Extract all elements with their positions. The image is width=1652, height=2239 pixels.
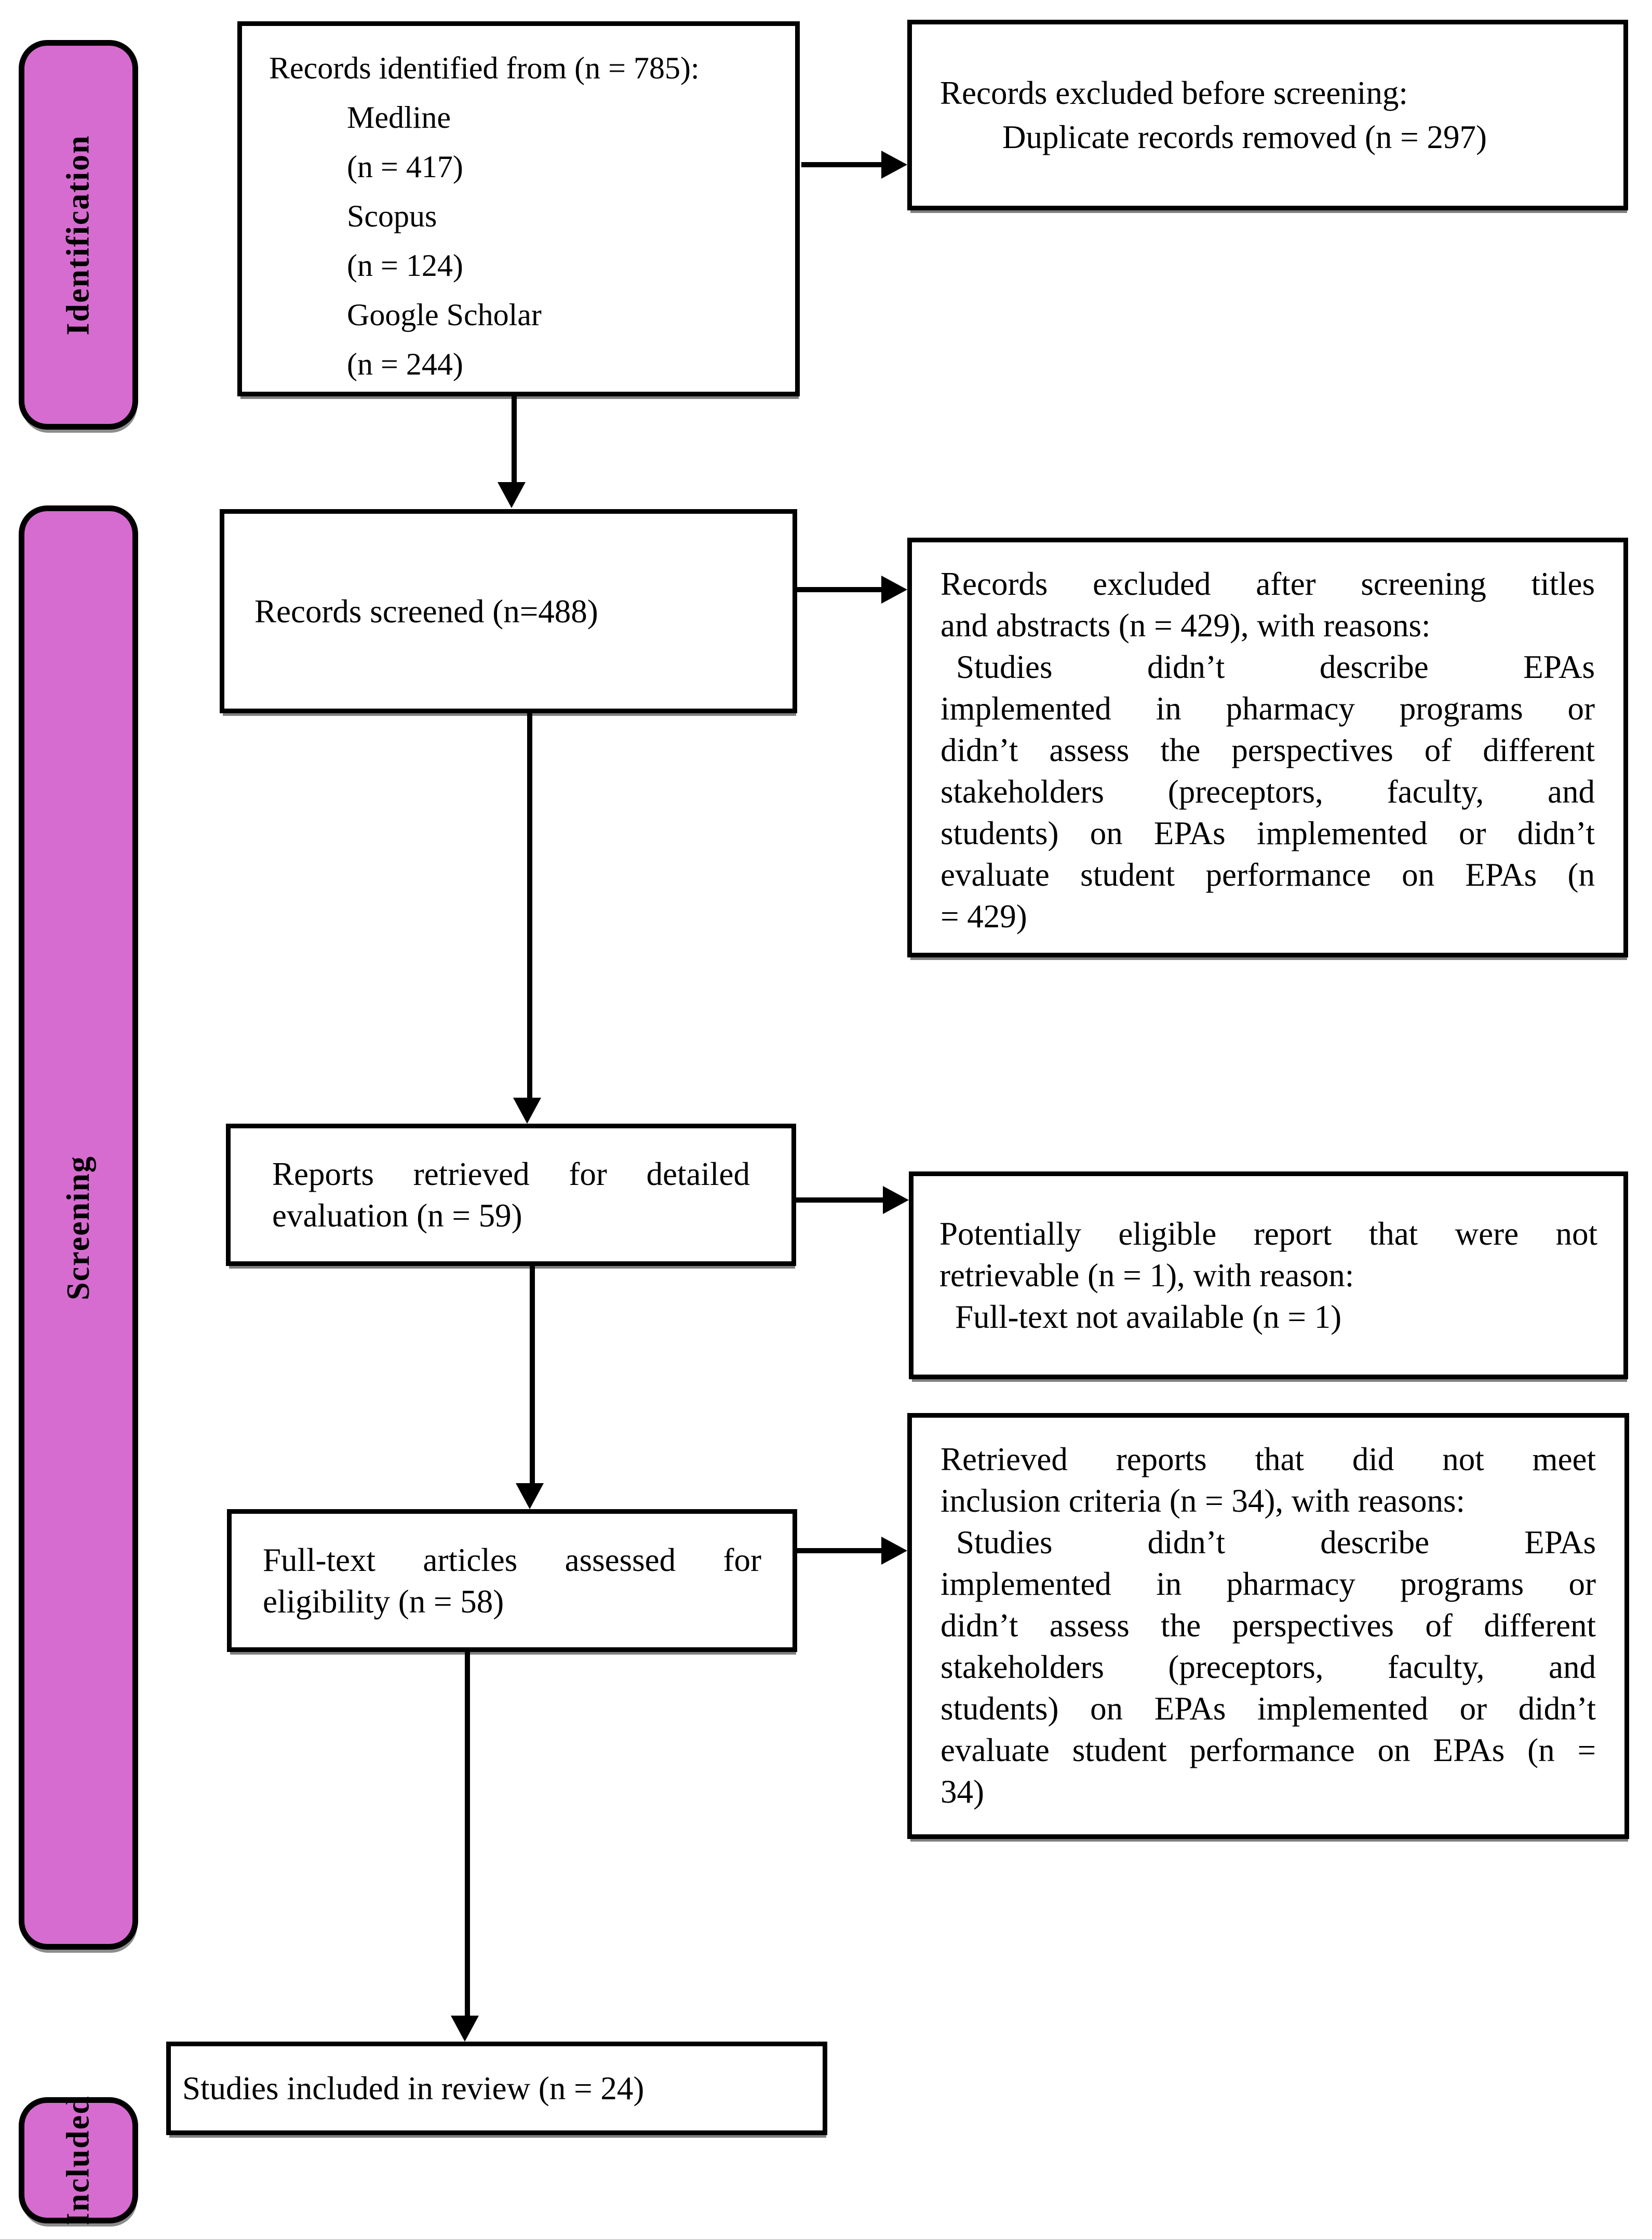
excluded-after-line: implemented in pharmacy programs or [941,690,1595,727]
arrow-screened-to-excluded-head-icon [881,576,907,604]
duplicates-removed: Duplicate records removed (n = 297) [1002,118,1487,155]
stage-identification-label: Identification [60,134,96,336]
not-meeting-line: Studies didn’t describe EPAs [956,1524,1596,1561]
arrow-fulltext-to-notmeeting-head-icon [881,1537,907,1565]
stage-identification: Identification [19,40,138,430]
excluded-after-line: Studies didn’t describe EPAs [956,649,1595,685]
excluded-after-line: students) on EPAs implemented or didn’t [941,815,1595,851]
box-not-retrievable: Potentially eligible report that were no… [909,1171,1628,1379]
arrow-screened-to-retrieved-head-icon [513,1098,541,1124]
arrow-screened-to-excluded-line [797,587,881,592]
excluded-after-line: stakeholders (preceptors, faculty, and [941,774,1595,810]
records-identified-title: Records identified from (n = 785): [269,51,700,85]
not-meeting-line: didn’t assess the perspectives of differ… [941,1607,1596,1644]
stage-screening-label: Screening [60,1155,96,1300]
arrow-identified-to-excluded-line [801,162,881,167]
excluded-after-line: evaluate student performance on EPAs (n [941,857,1595,893]
arrow-identified-to-excluded-head-icon [881,151,907,179]
arrow-retrieved-to-fulltext-head-icon [516,1483,544,1509]
arrow-fulltext-to-included-head-icon [451,2016,479,2042]
excluded-after-line: and abstracts (n = 429), with reasons: [941,607,1431,644]
arrow-identified-to-screened-head-icon [498,482,526,508]
reports-retrieved-line: Reports retrieved for detailed [272,1156,750,1192]
arrow-screened-to-retrieved-line [527,713,532,1099]
arrow-fulltext-to-notmeeting-line [797,1548,881,1553]
reports-retrieved-line: evaluation (n = 59) [272,1197,522,1234]
fulltext-assessed-line: Full-text articles assessed for [263,1541,761,1578]
records-screened-text: Records screened (n=488) [254,593,598,630]
not-meeting-line: students) on EPAs implemented or didn’t [941,1690,1596,1727]
arrow-retrieved-to-fulltext-line [530,1266,535,1484]
not-meeting-line: inclusion criteria (n = 34), with reason… [941,1483,1466,1519]
source-google-scholar-count: (n = 244) [347,347,463,381]
box-excluded-after-screening: Records excluded after screening titles … [907,538,1628,957]
box-not-meeting-criteria: Retrieved reports that did not meet incl… [907,1413,1629,1839]
not-meeting-line: evaluate student performance on EPAs (n … [941,1732,1596,1768]
box-studies-included: Studies included in review (n = 24) [166,2042,827,2135]
box-fulltext-assessed: Full-text articles assessed for eligibil… [227,1509,797,1652]
arrow-retrieved-to-notretrievable-head-icon [883,1186,909,1214]
not-meeting-line: Retrieved reports that did not meet [941,1441,1596,1477]
box-records-screened: Records screened (n=488) [220,509,797,713]
box-records-identified: Records identified from (n = 785): Medli… [237,21,800,396]
stage-included-label: Included [60,2095,96,2225]
stage-included: Included [19,2095,138,2225]
box-excluded-before-screening: Records excluded before screening: Dupli… [907,20,1628,210]
stage-screening: Screening [19,505,138,1950]
studies-included-text: Studies included in review (n = 24) [182,2070,644,2107]
arrow-fulltext-to-included-line [465,1652,470,2017]
excluded-after-line: didn’t assess the perspectives of differ… [941,732,1595,768]
excluded-before-title: Records excluded before screening: [940,74,1408,111]
excluded-after-line: = 429) [941,898,1027,935]
source-medline: Medline [347,100,451,135]
source-scopus: Scopus [347,199,437,233]
not-retrievable-line: retrievable (n = 1), with reason: [939,1257,1354,1294]
source-medline-count: (n = 417) [347,150,463,184]
box-reports-retrieved: Reports retrieved for detailed evaluatio… [226,1124,796,1266]
fulltext-not-available: Full-text not available (n = 1) [955,1299,1342,1335]
not-retrievable-line: Potentially eligible report that were no… [939,1216,1597,1252]
source-google-scholar: Google Scholar [347,298,542,332]
not-meeting-line: implemented in pharmacy programs or [941,1566,1596,1602]
excluded-after-line: Records excluded after screening titles [941,566,1595,602]
source-scopus-count: (n = 124) [347,248,463,283]
not-meeting-line: stakeholders (preceptors, faculty, and [941,1649,1596,1685]
not-meeting-line: 34) [941,1774,984,1810]
arrow-identified-to-screened-line [512,396,517,484]
fulltext-assessed-line: eligibility (n = 58) [263,1583,504,1620]
arrow-retrieved-to-notretrievable-line [796,1197,883,1203]
